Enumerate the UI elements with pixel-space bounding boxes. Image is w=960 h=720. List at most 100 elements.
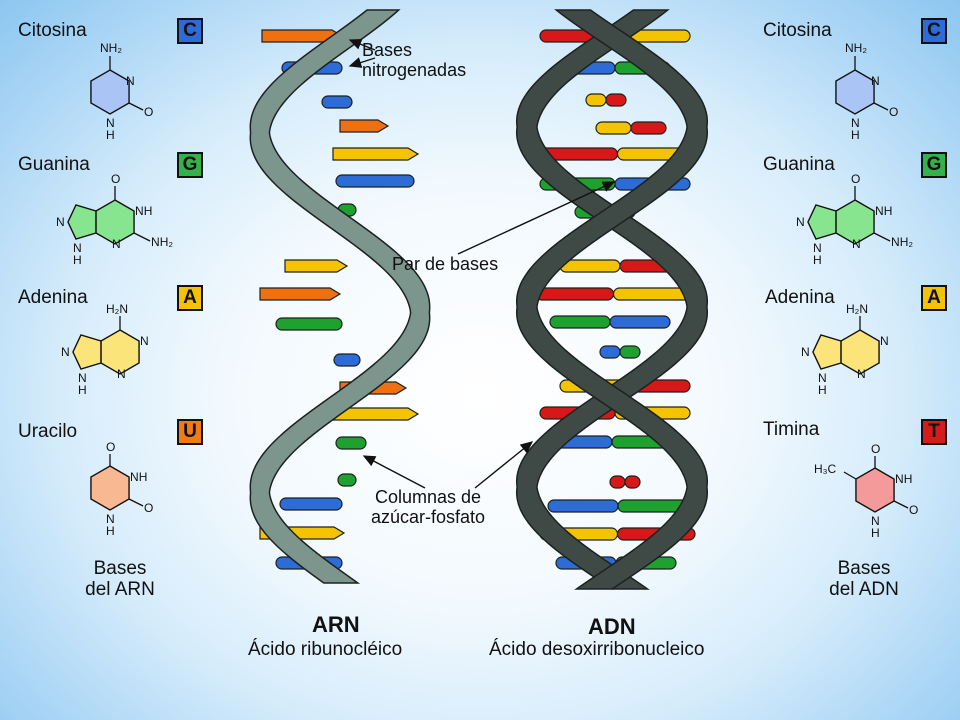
svg-text:O: O bbox=[111, 172, 120, 186]
svg-text:H₂N: H₂N bbox=[106, 302, 128, 316]
svg-text:N: N bbox=[796, 215, 805, 229]
svg-text:N: N bbox=[871, 74, 880, 88]
dna-base-bar bbox=[605, 93, 627, 107]
svg-text:O: O bbox=[851, 172, 860, 186]
svg-text:N: N bbox=[117, 367, 126, 381]
dna-base-letter-a: A bbox=[921, 285, 947, 311]
rna-title: ARN bbox=[312, 612, 360, 637]
arrow-backbone-rna bbox=[362, 455, 426, 489]
svg-text:N: N bbox=[880, 334, 889, 348]
rna-base-bar bbox=[335, 174, 415, 188]
dna-base-bar bbox=[612, 287, 692, 301]
rna-subtitle: Ácido ribunocléico bbox=[248, 639, 403, 660]
dna-base-bar bbox=[549, 315, 611, 329]
svg-text:N: N bbox=[106, 116, 115, 130]
molecule-uracil-rna: O NH O NH bbox=[90, 440, 153, 538]
rna-base-bar bbox=[259, 287, 342, 301]
svg-text:H: H bbox=[78, 383, 87, 397]
rna-base-letter-g: G bbox=[177, 152, 203, 178]
svg-text:NH₂: NH₂ bbox=[891, 235, 913, 249]
rna-base-bar bbox=[335, 436, 367, 450]
dna-base-bar bbox=[624, 475, 641, 489]
rna-base-name-cytosine: Citosina bbox=[18, 20, 87, 41]
svg-text:N: N bbox=[857, 367, 866, 381]
dna-base-name-cytosine: Citosina bbox=[763, 20, 832, 41]
svg-text:N: N bbox=[56, 215, 65, 229]
svg-text:N: N bbox=[140, 334, 149, 348]
dna-base-name-adenine: Adenina bbox=[765, 287, 835, 308]
svg-text:H: H bbox=[106, 128, 115, 142]
svg-text:NH: NH bbox=[130, 470, 147, 484]
dna-base-letter-g: G bbox=[921, 152, 947, 178]
rna-base-name-guanine: Guanina bbox=[18, 154, 90, 175]
dna-base-bar bbox=[535, 287, 615, 301]
rna-base-name-uracil: Uracilo bbox=[18, 421, 78, 442]
arrow-bases-1 bbox=[348, 38, 376, 51]
dna-base-name-guanine: Guanina bbox=[763, 154, 835, 175]
rna-base-name-adenine: Adenina bbox=[18, 287, 88, 308]
dna-bases-caption: Bases del ADN bbox=[829, 558, 899, 600]
svg-text:O: O bbox=[871, 442, 880, 456]
svg-text:H: H bbox=[871, 526, 880, 540]
svg-text:N: N bbox=[801, 345, 810, 359]
dna-base-bar bbox=[609, 315, 671, 329]
annotation-nitrogen-bases: Bases nitrogenadas bbox=[362, 40, 467, 80]
svg-text:O: O bbox=[889, 105, 898, 119]
dna-base-bar bbox=[585, 93, 607, 107]
rna-base-bar bbox=[332, 147, 420, 161]
svg-text:H: H bbox=[818, 383, 827, 397]
rna-base-bar bbox=[337, 473, 357, 487]
rna-base-bar bbox=[279, 497, 343, 511]
dna-base-letter-t: T bbox=[921, 419, 947, 445]
molecule-thymine-dna: O NH O NH H₃C bbox=[814, 442, 918, 540]
annotation-base-pair: Par de bases bbox=[392, 254, 499, 274]
svg-text:O: O bbox=[106, 440, 115, 454]
svg-text:NH: NH bbox=[895, 472, 912, 486]
svg-text:N: N bbox=[871, 514, 880, 528]
svg-text:N: N bbox=[106, 512, 115, 526]
rna-base-letter-c: C bbox=[177, 18, 203, 44]
svg-text:NH: NH bbox=[135, 204, 152, 218]
arrow-backbone-dna bbox=[474, 441, 534, 489]
dna-base-bar bbox=[559, 259, 621, 273]
dna-base-name-thymine: Timina bbox=[763, 419, 820, 440]
annotation-sugar-phosphate: Columnas de azúcar-fosfato bbox=[371, 487, 486, 527]
dna-base-bar bbox=[630, 121, 667, 135]
rna-base-bar bbox=[275, 317, 343, 331]
rna-base-bar bbox=[321, 95, 353, 109]
svg-text:N: N bbox=[813, 241, 822, 255]
svg-text:O: O bbox=[144, 501, 153, 515]
dna-subtitle: Ácido desoxirribonucleico bbox=[489, 639, 705, 660]
svg-text:H: H bbox=[73, 253, 82, 267]
rna-backbone bbox=[249, 9, 431, 584]
rna-base-letter-u: U bbox=[177, 419, 203, 445]
svg-text:H₂N: H₂N bbox=[846, 302, 868, 316]
dna-base-bar bbox=[547, 499, 619, 513]
svg-text:NH₂: NH₂ bbox=[100, 41, 122, 55]
svg-text:H: H bbox=[106, 524, 115, 538]
arrow-bases-2 bbox=[348, 57, 376, 68]
svg-text:H: H bbox=[851, 128, 860, 142]
dna-backbone-strand-2 bbox=[515, 9, 709, 590]
svg-text:N: N bbox=[852, 237, 861, 251]
dna-base-bar bbox=[619, 345, 641, 359]
rna-base-letter-a: A bbox=[177, 285, 203, 311]
svg-text:N: N bbox=[73, 241, 82, 255]
svg-text:NH₂: NH₂ bbox=[151, 235, 173, 249]
dna-backbone-strand-1 bbox=[515, 9, 709, 590]
svg-text:H: H bbox=[813, 253, 822, 267]
svg-text:O: O bbox=[909, 503, 918, 517]
dna-title: ADN bbox=[588, 614, 636, 639]
rna-base-bar bbox=[284, 259, 349, 273]
svg-text:H₃C: H₃C bbox=[814, 462, 837, 476]
rna-base-bar bbox=[333, 353, 361, 367]
svg-text:N: N bbox=[61, 345, 70, 359]
svg-text:N: N bbox=[78, 371, 87, 385]
